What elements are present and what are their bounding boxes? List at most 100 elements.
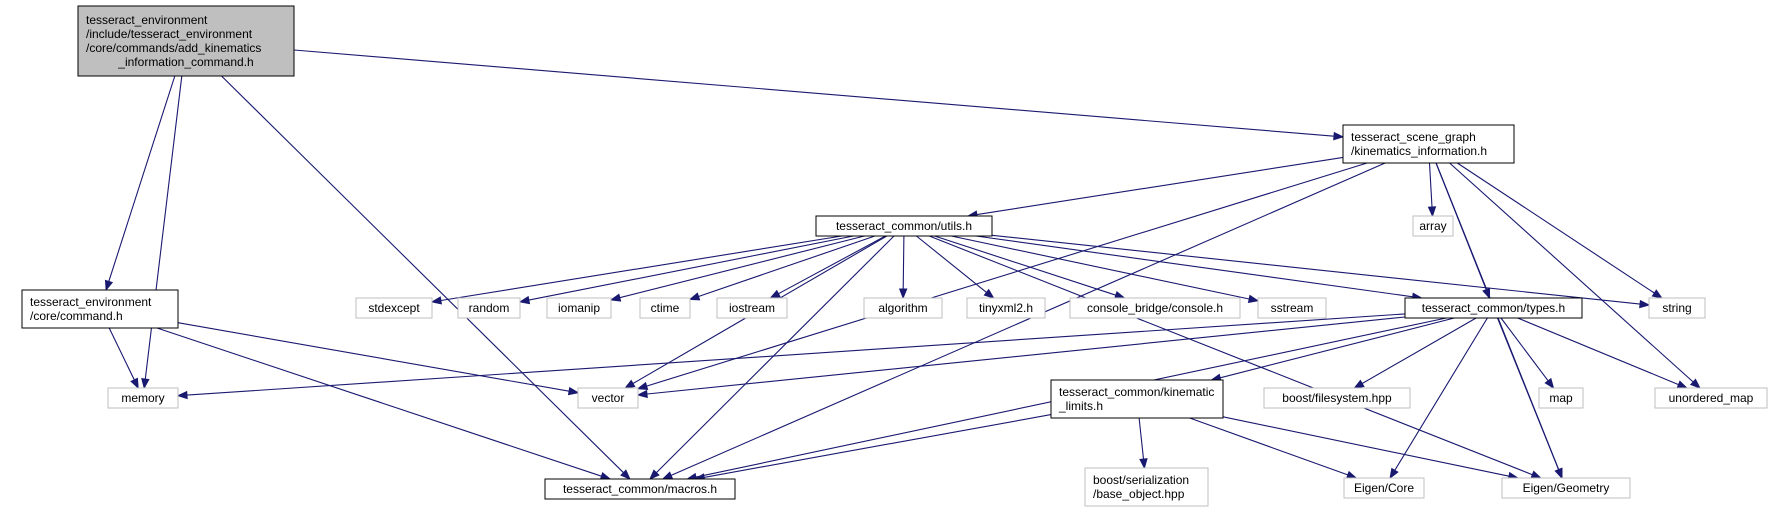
node-sg-kin[interactable]: tesseract_scene_graph/kinematics_informa… (1342, 124, 1515, 164)
arrowhead-icon (1554, 467, 1563, 480)
edge-utils-to-iomanip (609, 235, 865, 302)
edge-utils-to-macros (649, 235, 895, 480)
node-command[interactable]: tesseract_environment/core/command.h (21, 289, 179, 329)
node-iomanip: iomanip (546, 297, 612, 319)
node-box (1263, 387, 1411, 409)
edge-types-to-eigen_geo (1496, 317, 1563, 480)
edge-command-to-memory (108, 327, 139, 390)
node-label-line: stdexcept (368, 301, 420, 315)
arrowhead-icon (1353, 379, 1365, 389)
node-label-line: Eigen/Core (1354, 481, 1414, 495)
node-add-kin[interactable]: tesseract_environment/include/tesseract_… (77, 5, 295, 77)
node-vector: vector (577, 387, 639, 409)
edge-utils-to-algorithm (898, 235, 908, 300)
node-label-line: boost/serialization (1093, 473, 1189, 487)
arrowhead-icon (1247, 294, 1260, 304)
arrowhead-icon (1345, 470, 1358, 479)
edge-utils-to-tinyxml2 (916, 235, 995, 299)
node-label-line: /core/command.h (30, 309, 123, 323)
node-box (1084, 467, 1209, 507)
node-box (546, 297, 612, 319)
node-map: map (1538, 387, 1584, 409)
edge-line (293, 49, 1335, 137)
node-box (716, 297, 788, 319)
arrowhead-icon (636, 389, 648, 399)
node-sstream: sstream (1257, 297, 1327, 319)
edge-line (934, 235, 1116, 296)
edge-line (951, 235, 1250, 300)
edge-sg_kin-to-string (1456, 162, 1663, 299)
arrowhead-icon (1676, 380, 1689, 389)
edge-add_kin-to-sg_kin (293, 49, 1345, 141)
node-label-line: tesseract_common/utils.h (836, 219, 972, 233)
node-random: random (457, 297, 521, 319)
edge-line (1428, 162, 1433, 208)
edge-line (1456, 162, 1655, 294)
edge-line (1138, 417, 1145, 460)
node-box (815, 215, 993, 237)
node-box (1257, 297, 1327, 319)
arrowhead-icon (661, 471, 674, 480)
node-kin-limits[interactable]: tesseract_common/kinematic_limits.h (1050, 379, 1224, 419)
node-label-line: tesseract_common/macros.h (563, 482, 717, 496)
node-array: array (1412, 215, 1454, 237)
edge-line (1496, 317, 1560, 470)
dependency-edges (104, 49, 1701, 482)
arrowhead-icon (1651, 289, 1663, 299)
edge-utils-to-string (991, 234, 1651, 309)
edge-kin_limits-to-serialization (1138, 417, 1148, 470)
node-box (1648, 297, 1706, 319)
arrowhead-icon (141, 378, 150, 390)
edge-line (1449, 162, 1694, 383)
node-label-line: _limits.h (1058, 399, 1103, 413)
arrowhead-icon (1544, 377, 1555, 390)
edge-types-to-map (1500, 317, 1555, 390)
node-eigen-geo: Eigen/Geometry (1501, 477, 1631, 499)
node-label-line: algorithm (878, 301, 927, 315)
node-box (77, 5, 295, 77)
node-box (1342, 124, 1515, 164)
edge-line (646, 162, 1368, 387)
node-macros[interactable]: tesseract_common/macros.h (544, 478, 736, 500)
node-box (577, 387, 639, 409)
node-console: console_bridge/console.h (1069, 297, 1241, 319)
edge-utils-to-ctime (688, 235, 876, 301)
dependency-nodes: tesseract_environment/include/tesseract_… (21, 5, 1768, 507)
arrowhead-icon (649, 469, 660, 480)
edge-line (1222, 416, 1510, 477)
node-filesystem: boost/filesystem.hpp (1263, 387, 1411, 409)
edge-line (778, 235, 886, 295)
arrowhead-icon (130, 377, 139, 390)
node-memory: memory (107, 387, 179, 409)
node-box (1412, 215, 1454, 237)
arrowhead-icon (688, 292, 701, 301)
node-box (966, 297, 1046, 319)
node-box (1343, 477, 1425, 499)
node-types[interactable]: tesseract_common/types.h (1404, 297, 1583, 319)
arrowhead-icon (1639, 299, 1651, 309)
edge-line (670, 162, 1386, 476)
edge-kin_limits-to-eigen_geo (1222, 416, 1520, 481)
edge-line (156, 327, 602, 477)
node-utils[interactable]: tesseract_common/utils.h (815, 215, 993, 237)
edge-line (1517, 317, 1679, 386)
edge-line (1361, 317, 1477, 384)
edge-line (1189, 417, 1348, 476)
node-box (863, 297, 943, 319)
arrowhead-icon (898, 288, 908, 300)
node-box (457, 297, 521, 319)
node-label-line: tesseract_common/types.h (1422, 301, 1565, 315)
edge-line (108, 327, 135, 381)
node-label-line: map (1549, 391, 1573, 405)
arrowhead-icon (620, 469, 631, 480)
node-label-line: console_bridge/console.h (1087, 301, 1223, 315)
edge-line (108, 75, 176, 282)
node-label-line: tesseract_scene_graph (1351, 130, 1476, 144)
node-label-line: ctime (651, 301, 680, 315)
edge-line (186, 313, 1406, 396)
node-label-line: tesseract_environment (30, 295, 152, 309)
node-label-line: boost/filesystem.hpp (1282, 391, 1392, 405)
edge-line (619, 235, 865, 299)
node-algorithm: algorithm (863, 297, 943, 319)
